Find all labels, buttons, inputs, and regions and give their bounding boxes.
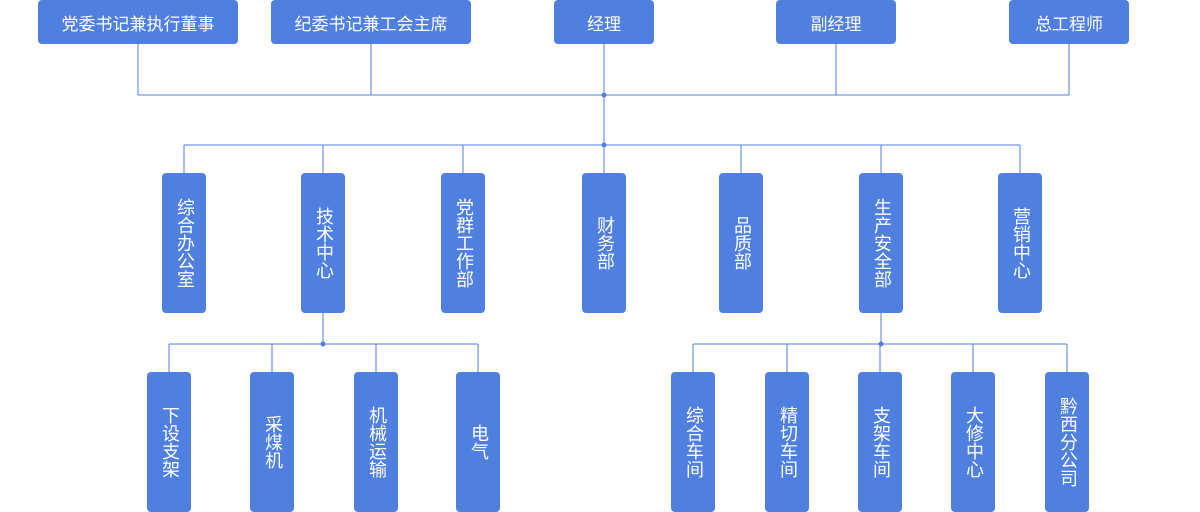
node-label: 大修中心 (963, 406, 984, 478)
node-support-unit: 下设支架 (147, 372, 191, 512)
node-label: 财务部 (594, 216, 615, 270)
node-label: 下设支架 (159, 406, 180, 478)
node-label: 党群工作部 (453, 198, 474, 288)
node-support-workshop: 支架车间 (858, 372, 902, 512)
node-mechanical-transport-unit: 机械运输 (354, 372, 398, 512)
node-label: 纪委书记兼工会主席 (294, 14, 448, 35)
node-label: 经理 (587, 14, 621, 35)
node-precision-cutting-workshop: 精切车间 (765, 372, 809, 512)
node-party-secretary: 党委书记兼执行董事 (38, 0, 238, 44)
node-label: 生产安全部 (871, 198, 892, 288)
node-general-workshop: 综合车间 (671, 372, 715, 512)
node-discipline-secretary: 纪委书记兼工会主席 (271, 0, 471, 44)
node-production-safety: 生产安全部 (859, 173, 903, 313)
node-general-office: 综合办公室 (162, 173, 206, 313)
node-label: 品质部 (731, 216, 752, 270)
node-manager: 经理 (554, 0, 654, 44)
node-chief-engineer: 总工程师 (1009, 0, 1129, 44)
node-marketing: 营销中心 (998, 173, 1042, 313)
node-label: 技术中心 (313, 207, 334, 279)
node-qianxi-branch: 黔西分公司 (1045, 372, 1089, 512)
node-tech-center: 技术中心 (301, 173, 345, 313)
node-label: 精切车间 (777, 406, 798, 478)
node-label: 副经理 (810, 14, 862, 35)
node-label: 电气 (468, 424, 489, 460)
node-label: 党委书记兼执行董事 (61, 14, 215, 35)
node-overhaul-center: 大修中心 (951, 372, 995, 512)
node-party-affairs: 党群工作部 (441, 173, 485, 313)
node-label: 营销中心 (1010, 207, 1031, 279)
junction-dot (601, 142, 607, 148)
node-label: 综合办公室 (174, 198, 195, 288)
junction-dot (601, 92, 607, 98)
node-label: 机械运输 (366, 406, 387, 478)
junction-dot (878, 341, 884, 347)
node-quality: 品质部 (719, 173, 763, 313)
node-deputy-manager: 副经理 (776, 0, 896, 44)
node-finance: 财务部 (582, 173, 626, 313)
node-label: 黔西分公司 (1057, 397, 1078, 487)
node-label: 总工程师 (1035, 14, 1103, 35)
node-electrical-unit: 电气 (456, 372, 500, 512)
node-shearer-unit: 采煤机 (250, 372, 294, 512)
node-label: 综合车间 (683, 406, 704, 478)
node-label: 采煤机 (262, 415, 283, 469)
junction-dot (320, 341, 326, 347)
node-label: 支架车间 (870, 406, 891, 478)
